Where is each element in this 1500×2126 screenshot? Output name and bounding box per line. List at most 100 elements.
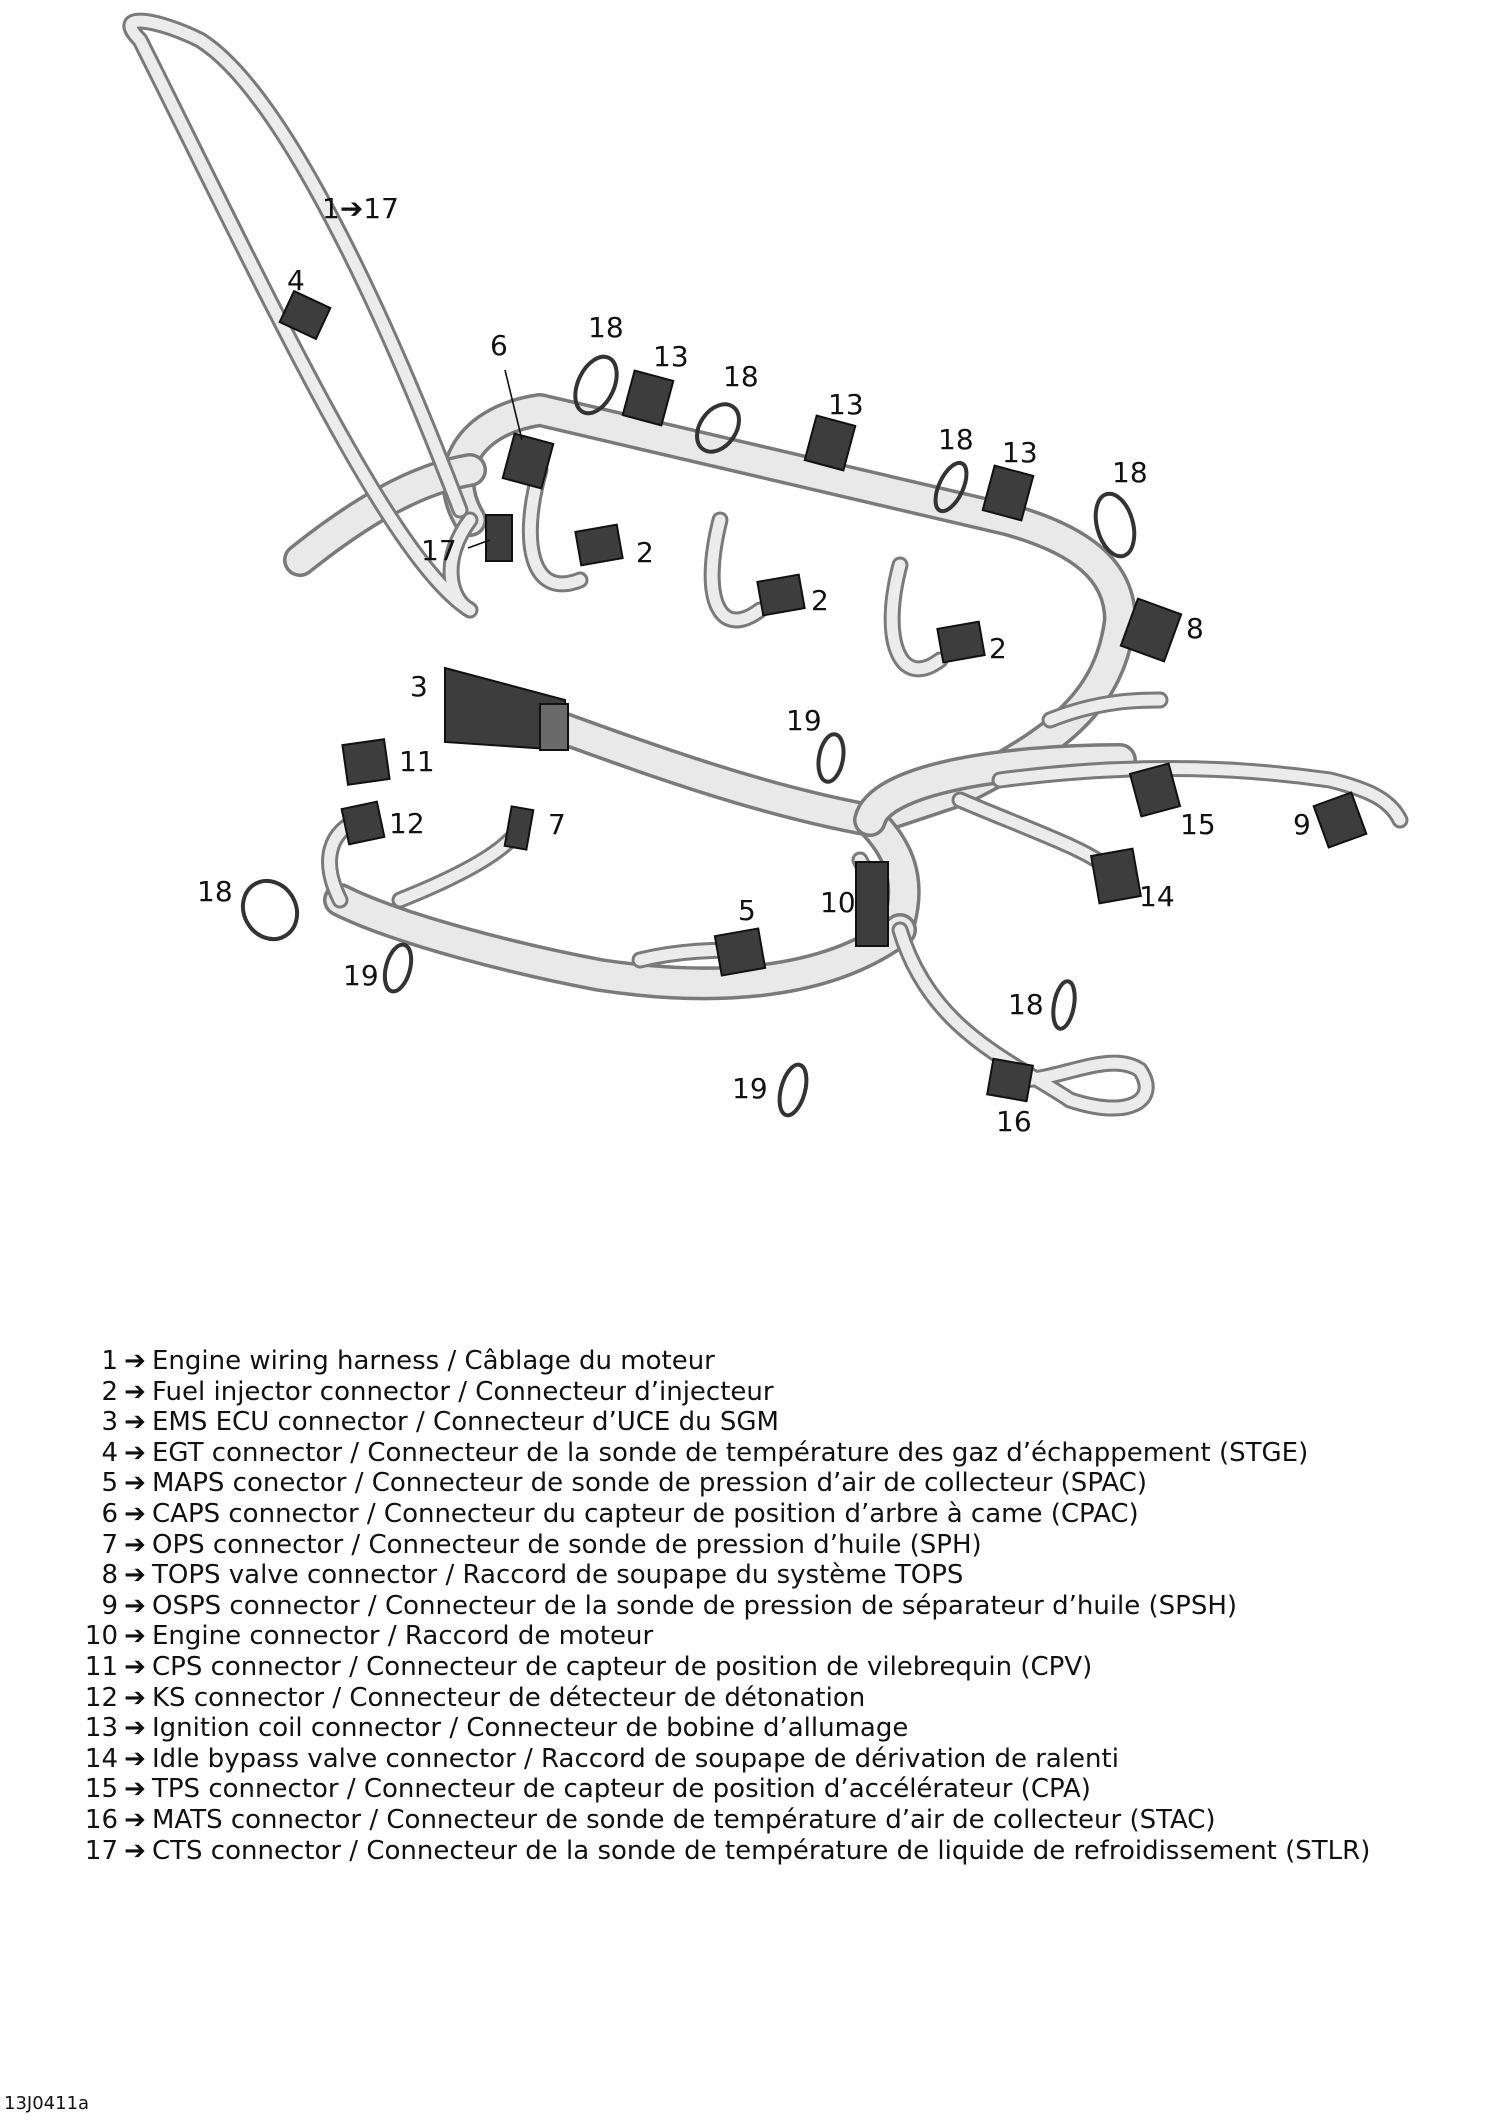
legend-number: 15	[84, 1774, 118, 1805]
legend-item: 4➔EGT connector / Connecteur de la sonde…	[70, 1438, 1490, 1469]
connector-17	[485, 514, 513, 562]
connector-7	[503, 805, 535, 851]
connector-3-shell	[539, 703, 569, 751]
connector-6	[501, 432, 555, 490]
legend-text: Ignition coil connector / Connecteur de …	[152, 1713, 909, 1744]
clamp-18d	[1093, 491, 1137, 559]
connector-13b	[803, 414, 857, 472]
legend-text: CTS connector / Connecteur de la sonde d…	[152, 1835, 1371, 1866]
legend-item: 7➔OPS connector / Connecteur de sonde de…	[70, 1530, 1490, 1561]
leader-17	[467, 539, 491, 549]
legend-text: Engine wiring harness / Câblage du moteu…	[152, 1346, 715, 1376]
arrow-icon: ➔	[124, 1437, 146, 1468]
legend-number: 1	[101, 1346, 118, 1376]
callout-2a: 2	[636, 536, 654, 569]
legend-number: 10	[84, 1621, 118, 1652]
callout-15: 15	[1180, 808, 1216, 841]
legend-item: 15➔TPS connector / Connecteur de capteur…	[70, 1774, 1490, 1805]
callout-18e: 18	[197, 875, 233, 908]
arrow-icon: ➔	[124, 1804, 146, 1835]
connector-2b	[756, 573, 806, 617]
callout-18d: 18	[1112, 456, 1148, 489]
legend-text: TOPS valve connector / Raccord de soupap…	[152, 1560, 964, 1591]
callout-19c: 19	[732, 1072, 768, 1105]
legend-number: 16	[84, 1804, 118, 1835]
clamp-18f	[1051, 979, 1077, 1031]
arrow-icon: ➔	[124, 1498, 146, 1529]
arrow-icon: ➔	[124, 1590, 146, 1621]
legend-number: 6	[101, 1498, 118, 1529]
legend-item: 10➔Engine connector / Raccord de moteur	[70, 1621, 1490, 1652]
callout-2b: 2	[811, 584, 829, 617]
legend-number: 2	[101, 1376, 118, 1407]
legend-item: 5➔MAPS conector / Connecteur de sonde de…	[70, 1468, 1490, 1499]
legend-number: 3	[101, 1407, 118, 1438]
legend-number: 4	[101, 1437, 118, 1468]
legend-text: EGT connector / Connecteur de la sonde d…	[152, 1437, 1309, 1468]
arrow-icon: ➔	[124, 1682, 146, 1713]
legend-item: 9➔OSPS connector / Connecteur de la sond…	[70, 1591, 1490, 1622]
connector-13a	[621, 369, 675, 427]
callout-6: 6	[490, 329, 508, 362]
callout-5: 5	[738, 894, 756, 927]
legend-number: 12	[84, 1682, 118, 1713]
arrow-icon: ➔	[124, 1346, 146, 1376]
arrow-icon: ➔	[124, 1621, 146, 1652]
connector-8	[1119, 597, 1183, 663]
callout-18b: 18	[723, 360, 759, 393]
legend-number: 5	[101, 1468, 118, 1499]
clamp-18a	[573, 354, 619, 416]
clamp-18b	[695, 402, 741, 454]
legend-text: MATS connector / Connecteur de sonde de …	[152, 1804, 1216, 1835]
legend-item: 13➔Ignition coil connector / Connecteur …	[70, 1713, 1490, 1744]
legend-item: 14➔Idle bypass valve connector / Raccord…	[70, 1744, 1490, 1775]
legend-item: 2➔Fuel injector connector / Connecteur d…	[70, 1377, 1490, 1408]
callout-4: 4	[287, 264, 305, 297]
callout-19a: 19	[786, 704, 822, 737]
connectors	[278, 289, 1368, 1103]
callout-19b: 19	[343, 959, 379, 992]
legend-text: Idle bypass valve connector / Raccord de…	[152, 1743, 1119, 1774]
callout-14: 14	[1139, 880, 1175, 913]
connector-15	[1128, 762, 1182, 818]
arrow-icon: ➔	[124, 1468, 146, 1499]
legend-text: TPS connector / Connecteur de capteur de…	[152, 1774, 1091, 1805]
connector-5	[713, 927, 767, 977]
connector-13c	[981, 464, 1035, 522]
clamps	[240, 354, 1137, 1118]
callout-17: 17	[421, 534, 457, 567]
callout-13a: 13	[653, 340, 689, 373]
callout-9: 9	[1293, 808, 1311, 841]
callout-1-17: 1➔17	[322, 192, 399, 225]
connector-14	[1089, 847, 1143, 905]
legend-text: KS connector / Connecteur de détecteur d…	[152, 1682, 866, 1713]
legend-item: 16➔MATS connector / Connecteur de sonde …	[70, 1805, 1490, 1836]
connector-2c	[936, 620, 986, 664]
callout-8: 8	[1186, 612, 1204, 645]
legend-item: 11➔CPS connector / Connecteur de capteur…	[70, 1652, 1490, 1683]
callout-2c: 2	[989, 632, 1007, 665]
legend-item: 8➔TOPS valve connector / Raccord de soup…	[70, 1560, 1490, 1591]
legend-item: 12➔KS connector / Connecteur de détecteu…	[70, 1683, 1490, 1714]
legend-item: 3➔EMS ECU connector / Connecteur d’UCE d…	[70, 1407, 1490, 1438]
clamp-18e	[240, 878, 300, 942]
parts-legend: 1➔Engine wiring harness / Câblage du mot…	[70, 1346, 1490, 1866]
legend-text: OSPS connector / Connecteur de la sonde …	[152, 1590, 1238, 1621]
legend-text: OPS connector / Connecteur de sonde de p…	[152, 1529, 982, 1560]
connector-9	[1312, 791, 1368, 849]
callout-7: 7	[548, 808, 566, 841]
callout-18c: 18	[938, 423, 974, 456]
legend-number: 9	[101, 1590, 118, 1621]
legend-text: CPS connector / Connecteur de capteur de…	[152, 1651, 1093, 1682]
legend-number: 8	[101, 1560, 118, 1591]
legend-text: Engine connector / Raccord de moteur	[152, 1621, 654, 1652]
connector-12	[340, 800, 386, 846]
callout-18f: 18	[1008, 988, 1044, 1021]
legend-item: 6➔CAPS connector / Connecteur du capteur…	[70, 1499, 1490, 1530]
connector-11	[341, 738, 391, 786]
connector-10	[855, 861, 889, 947]
legend-number: 13	[84, 1713, 118, 1744]
arrow-icon: ➔	[124, 1774, 146, 1805]
arrow-icon: ➔	[124, 1835, 146, 1866]
clamp-19a	[816, 732, 846, 784]
